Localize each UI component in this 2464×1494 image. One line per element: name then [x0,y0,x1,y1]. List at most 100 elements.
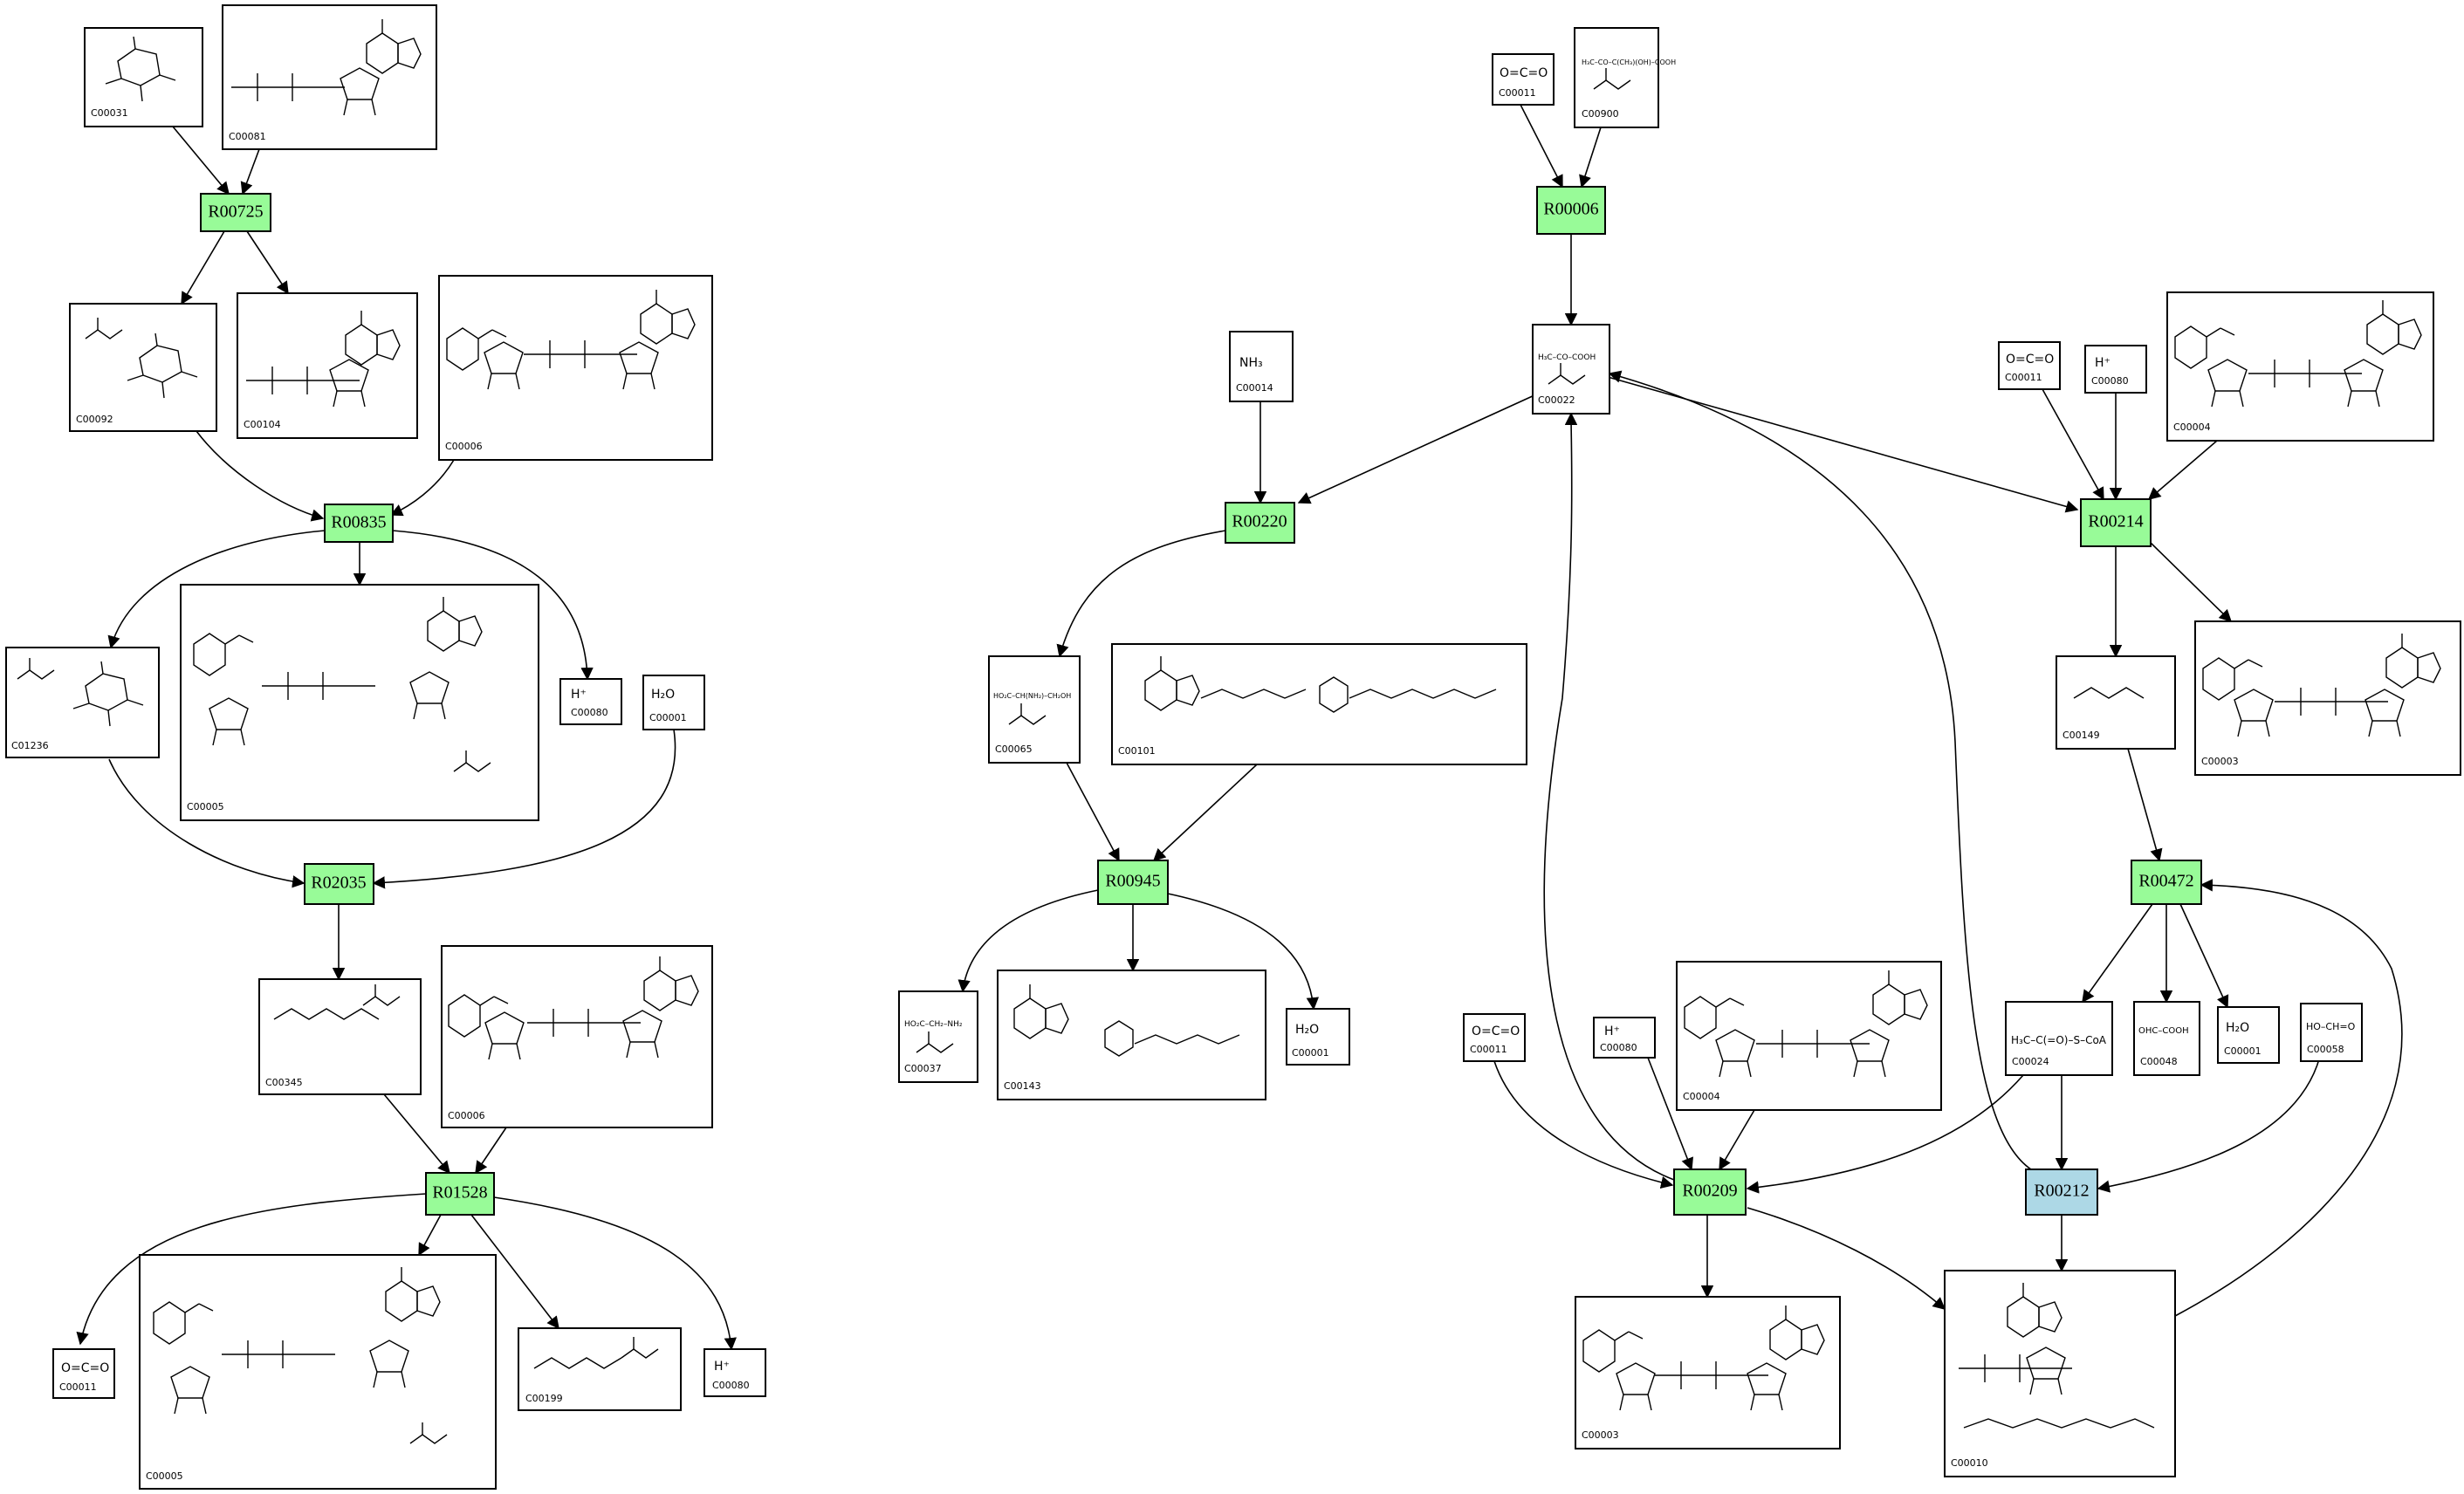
edge-C00065-R00945 [1066,762,1120,862]
gluconate-chain-structure [273,1008,380,1020]
compound-id: C00345 [265,1077,303,1088]
compound-id: C00006 [448,1110,485,1121]
reaction-R00945[interactable]: R00945 [1097,860,1169,905]
malate-structure [2073,687,2145,699]
pantetheine-structure [1963,1418,2155,1429]
edge-R01528-C00080b [493,1196,737,1351]
compound-id: C00011 [1470,1044,1507,1055]
compound-id: C00080 [2091,375,2129,387]
compound-id: C00048 [2140,1056,2178,1067]
edge-C00080d-R00209 [1647,1057,1693,1171]
compound-id: C00010 [1951,1457,1988,1469]
formula-text: O=C=O [1500,66,1548,80]
reaction-label: R00835 [331,513,386,532]
compound-C00011-right[interactable]: O=C=O C00011 [1998,341,2061,390]
compound-C00001-middle[interactable]: H₂O C00001 [1286,1008,1350,1066]
compound-C00001-right[interactable]: H₂O C00001 [2217,1006,2280,1064]
reaction-R00214[interactable]: R00214 [2080,498,2152,547]
edge-R00945-C00001b [1167,893,1320,1011]
formula-text: H⁺ [714,1360,730,1374]
compound-C00345[interactable]: C00345 [258,978,422,1095]
compound-C00081[interactable]: C00081 [222,4,437,150]
compound-id: C00092 [76,414,113,425]
edge-R00835-C01236 [107,530,326,649]
formula-text: HO–CH=O [2306,1021,2356,1032]
compound-C00149[interactable]: C00149 [2056,655,2176,750]
compound-id: C00011 [2005,372,2042,383]
compound-C00011-top[interactable]: O=C=O C00011 [1492,53,1555,106]
compound-C00011-lower-right[interactable]: O=C=O C00011 [1463,1013,1526,1062]
reaction-R01528[interactable]: R01528 [425,1172,495,1216]
compound-C00143[interactable]: C00143 [997,970,1266,1100]
reaction-R02035[interactable]: R02035 [304,863,374,905]
compound-C00005-lower[interactable]: C00005 [139,1254,497,1490]
reaction-R00472[interactable]: R00472 [2131,860,2202,905]
compound-C00104[interactable]: C00104 [237,292,418,439]
compound-C01236[interactable]: C01236 [5,647,160,758]
compound-id: C00022 [1538,394,1575,406]
compound-C00058[interactable]: HO–CH=O C00058 [2300,1003,2363,1062]
compound-C00006-upper[interactable]: C00006 [438,275,713,461]
compound-id: C00143 [1004,1080,1041,1092]
compound-C00080-upper[interactable]: H⁺ C00080 [559,678,622,725]
formula-text: H⁺ [571,688,587,702]
compound-id: C00005 [146,1470,183,1482]
compound-C00080-right[interactable]: H⁺ C00080 [2084,345,2147,394]
compound-C00006-lower[interactable]: C00006 [441,945,713,1128]
compound-id: C00011 [1499,87,1536,99]
compound-C00065[interactable]: HO₂C–CH(NH₂)–CH₂OH C00065 [988,655,1081,764]
compound-C00080-lower-right[interactable]: H⁺ C00080 [1593,1017,1656,1059]
compound-id: C00003 [2201,756,2239,767]
reaction-R00220[interactable]: R00220 [1225,502,1295,544]
compound-C00024[interactable]: H₃C–C(=O)–S–CoA C00024 [2005,1001,2113,1076]
compound-C00011-lower-left[interactable]: O=C=O C00011 [52,1348,115,1399]
edge-C00101-R00945 [1152,764,1258,861]
compound-C00080-lower[interactable]: H⁺ C00080 [704,1348,766,1397]
edge-C00006a-R00835 [389,459,455,517]
compound-C00003-lower[interactable]: C00003 [1575,1296,1841,1449]
compound-C00004-upper[interactable]: C00004 [2166,291,2434,442]
edge-R00212-C00022 [1608,370,2035,1172]
reaction-R00212[interactable]: R00212 [2025,1168,2098,1216]
compound-C00010[interactable]: C00010 [1944,1270,2176,1477]
compound-C00031[interactable]: C00031 [84,27,203,127]
compound-C00037[interactable]: HO₂C–CH₂–NH₂ C00037 [898,990,978,1083]
edge-R01528-C00005b [418,1214,442,1257]
compound-id: C00014 [1236,382,1273,394]
compound-C00001-upper[interactable]: H₂O C00001 [642,675,705,730]
compound-C00900[interactable]: H₃C–CO–C(CH₃)(OH)–COOH C00900 [1574,27,1676,128]
reaction-edges [76,104,2403,1351]
formula-text: H⁺ [1604,1025,1620,1038]
edge-C00001a-R02035 [372,729,676,889]
edge-C00900-R00006 [1579,127,1602,188]
reaction-label: R00220 [1232,512,1287,531]
formula-text: NH₃ [1239,356,1263,370]
edge-R00835-C00080a [392,530,594,681]
formula-text: HO₂C–CH(NH₂)–CH₂OH [993,692,1071,700]
reaction-R00835[interactable]: R00835 [324,504,394,543]
compound-id: C00003 [1582,1429,1619,1441]
compound-id: C01236 [11,740,49,751]
reaction-R00006[interactable]: R00006 [1536,186,1606,235]
compound-id: C00031 [91,107,128,119]
compound-C00048[interactable]: OHC–COOH C00048 [2133,1001,2200,1076]
compound-C00101[interactable]: C00101 [1111,643,1527,765]
compound-C00003-upper[interactable]: C00003 [2194,620,2461,776]
edge-C00345-R01528 [383,1093,450,1175]
compound-id: C00104 [244,419,281,430]
formula-text: H₃C–C(=O)–S–CoA [2011,1034,2107,1046]
edge-R01528-C00011a [76,1193,427,1346]
compound-C00022[interactable]: H₃C–CO–COOH C00022 [1532,324,1610,415]
compound-C00014[interactable]: NH₃ C00014 [1229,331,1294,402]
compound-C00005-upper[interactable]: C00005 [180,584,539,821]
compound-id: C00001 [649,712,687,723]
compound-C00092[interactable]: C00092 [69,303,217,432]
reaction-R00209[interactable]: R00209 [1673,1168,1747,1216]
formula-text: HO₂C–CH₂–NH₂ [904,1020,963,1029]
reaction-label: R00212 [2034,1182,2089,1201]
compound-C00199[interactable]: C00199 [518,1327,682,1411]
edge-C00081-R00725 [240,148,260,195]
compound-C00004-lower[interactable]: C00004 [1676,961,1942,1111]
reaction-R00725[interactable]: R00725 [200,193,271,232]
edge-R00214-C00003a [2150,542,2233,623]
